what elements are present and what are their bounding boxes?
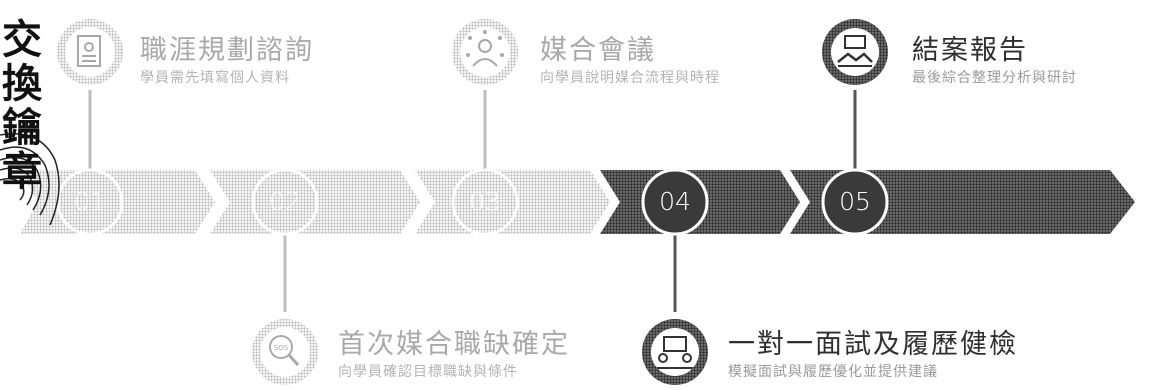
step-number-1: 01	[74, 187, 106, 216]
step-circle-4	[641, 168, 709, 236]
document-icon	[57, 19, 123, 85]
interview-icon	[642, 319, 708, 385]
step-circle-2	[251, 168, 319, 236]
svg-text:SOS: SOS	[274, 344, 289, 352]
step-4-subtitle: 模擬面試與履歷優化並提供建議	[728, 364, 938, 380]
handshake-icon	[822, 19, 888, 85]
step-5-subtitle: 最後綜合整理分析與研討	[912, 70, 1077, 86]
step-4-text: 一對一面試及履歷健檢 模擬面試與履歷優化並提供建議	[728, 322, 1018, 381]
seal-stamp-text: 交換鑰章	[2, 16, 42, 195]
step-1-subtitle: 學員需先填寫個人資料	[140, 70, 290, 86]
step-circle-3	[451, 168, 519, 236]
step-1-text: 職涯規劃諮詢 學員需先填寫個人資料	[140, 28, 314, 87]
step-number-2: 02	[269, 187, 301, 216]
step-number-5: 05	[839, 187, 871, 216]
step-4-title: 一對一面試及履歷健檢	[728, 329, 1018, 360]
step-2-text: 首次媒合職缺確定 向學員確認目標職缺與條件	[338, 322, 570, 381]
step-2-title: 首次媒合職缺確定	[338, 329, 570, 360]
step-3-title: 媒合會議	[540, 35, 656, 66]
step-5-text: 結案報告 最後綜合整理分析與研討	[912, 28, 1077, 87]
step-5-title: 結案報告	[912, 35, 1028, 66]
step-3-text: 媒合會議 向學員說明媒合流程與時程	[540, 28, 720, 87]
step-number-4: 04	[659, 187, 691, 216]
fingerprint-mark	[0, 133, 60, 226]
person-network-icon	[452, 19, 518, 85]
step-1-title: 職涯規劃諮詢	[140, 35, 314, 66]
sos-search-icon: SOS	[252, 319, 318, 385]
step-2-subtitle: 向學員確認目標職缺與條件	[338, 364, 518, 380]
step-3-subtitle: 向學員說明媒合流程與時程	[540, 70, 720, 86]
step-number-3: 03	[469, 187, 501, 216]
seal-stamp: 交換鑰章	[0, 0, 70, 240]
step-circle-5	[821, 168, 889, 236]
